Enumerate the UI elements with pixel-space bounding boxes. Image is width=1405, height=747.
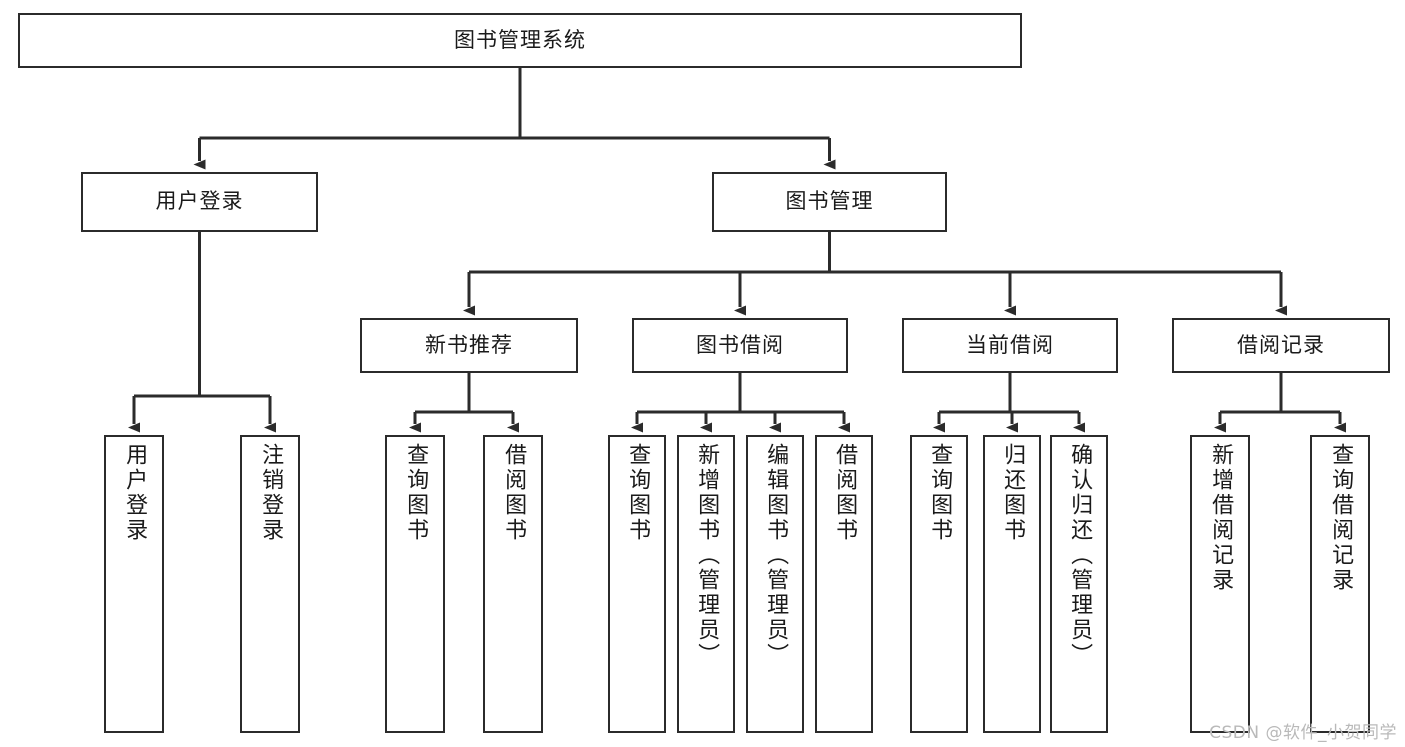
- node-label: 新增借阅记录: [1208, 443, 1234, 593]
- node-leaf-query-borrow-record[interactable]: 查询借阅记录: [1310, 435, 1370, 733]
- node-label: 查询图书: [625, 443, 651, 543]
- node-leaf-query-book-borrow[interactable]: 查询图书: [608, 435, 666, 733]
- node-leaf-borrow-book-recommend[interactable]: 借阅图书: [483, 435, 543, 733]
- node-leaf-confirm-return-admin[interactable]: 确认归还（管理员）: [1050, 435, 1108, 733]
- node-label: 查询图书: [927, 443, 953, 543]
- node-leaf-add-book-admin[interactable]: 新增图书（管理员）: [677, 435, 735, 733]
- node-label: 查询图书: [403, 443, 429, 543]
- node-borrow-record[interactable]: 借阅记录: [1172, 318, 1390, 373]
- node-book-borrow[interactable]: 图书借阅: [632, 318, 848, 373]
- node-leaf-logout-login[interactable]: 注销登录: [240, 435, 300, 733]
- node-label: 新增图书（管理员）: [694, 443, 720, 668]
- node-label: 借阅图书: [501, 443, 527, 543]
- node-leaf-query-book-recommend[interactable]: 查询图书: [385, 435, 445, 733]
- node-leaf-add-borrow-record[interactable]: 新增借阅记录: [1190, 435, 1250, 733]
- node-label: 图书借阅: [696, 332, 784, 357]
- node-label: 图书管理: [785, 189, 874, 214]
- node-new-book-recommend[interactable]: 新书推荐: [360, 318, 578, 373]
- node-root-system[interactable]: 图书管理系统: [18, 13, 1022, 68]
- node-label: 确认归还（管理员）: [1067, 443, 1093, 668]
- node-label: 新书推荐: [425, 332, 513, 357]
- node-leaf-user-login[interactable]: 用户登录: [104, 435, 164, 733]
- node-label: 当前借阅: [966, 332, 1054, 357]
- node-book-manage[interactable]: 图书管理: [712, 172, 947, 232]
- node-label: 编辑图书（管理员）: [763, 443, 789, 668]
- node-leaf-edit-book-admin[interactable]: 编辑图书（管理员）: [746, 435, 804, 733]
- node-user-login[interactable]: 用户登录: [81, 172, 318, 232]
- node-label: 注销登录: [258, 443, 284, 543]
- node-label: 借阅图书: [832, 443, 858, 543]
- edge-group: [128, 68, 1346, 433]
- node-label: 用户登录: [122, 443, 148, 543]
- node-label: 用户登录: [155, 189, 244, 214]
- node-current-borrow[interactable]: 当前借阅: [902, 318, 1118, 373]
- node-leaf-borrow-book[interactable]: 借阅图书: [815, 435, 873, 733]
- node-label: 借阅记录: [1237, 332, 1325, 357]
- node-label: 归还图书: [1000, 443, 1026, 543]
- node-label: 图书管理系统: [454, 27, 586, 52]
- node-leaf-return-book[interactable]: 归还图书: [983, 435, 1041, 733]
- node-label: 查询借阅记录: [1328, 443, 1354, 593]
- node-leaf-query-book-current[interactable]: 查询图书: [910, 435, 968, 733]
